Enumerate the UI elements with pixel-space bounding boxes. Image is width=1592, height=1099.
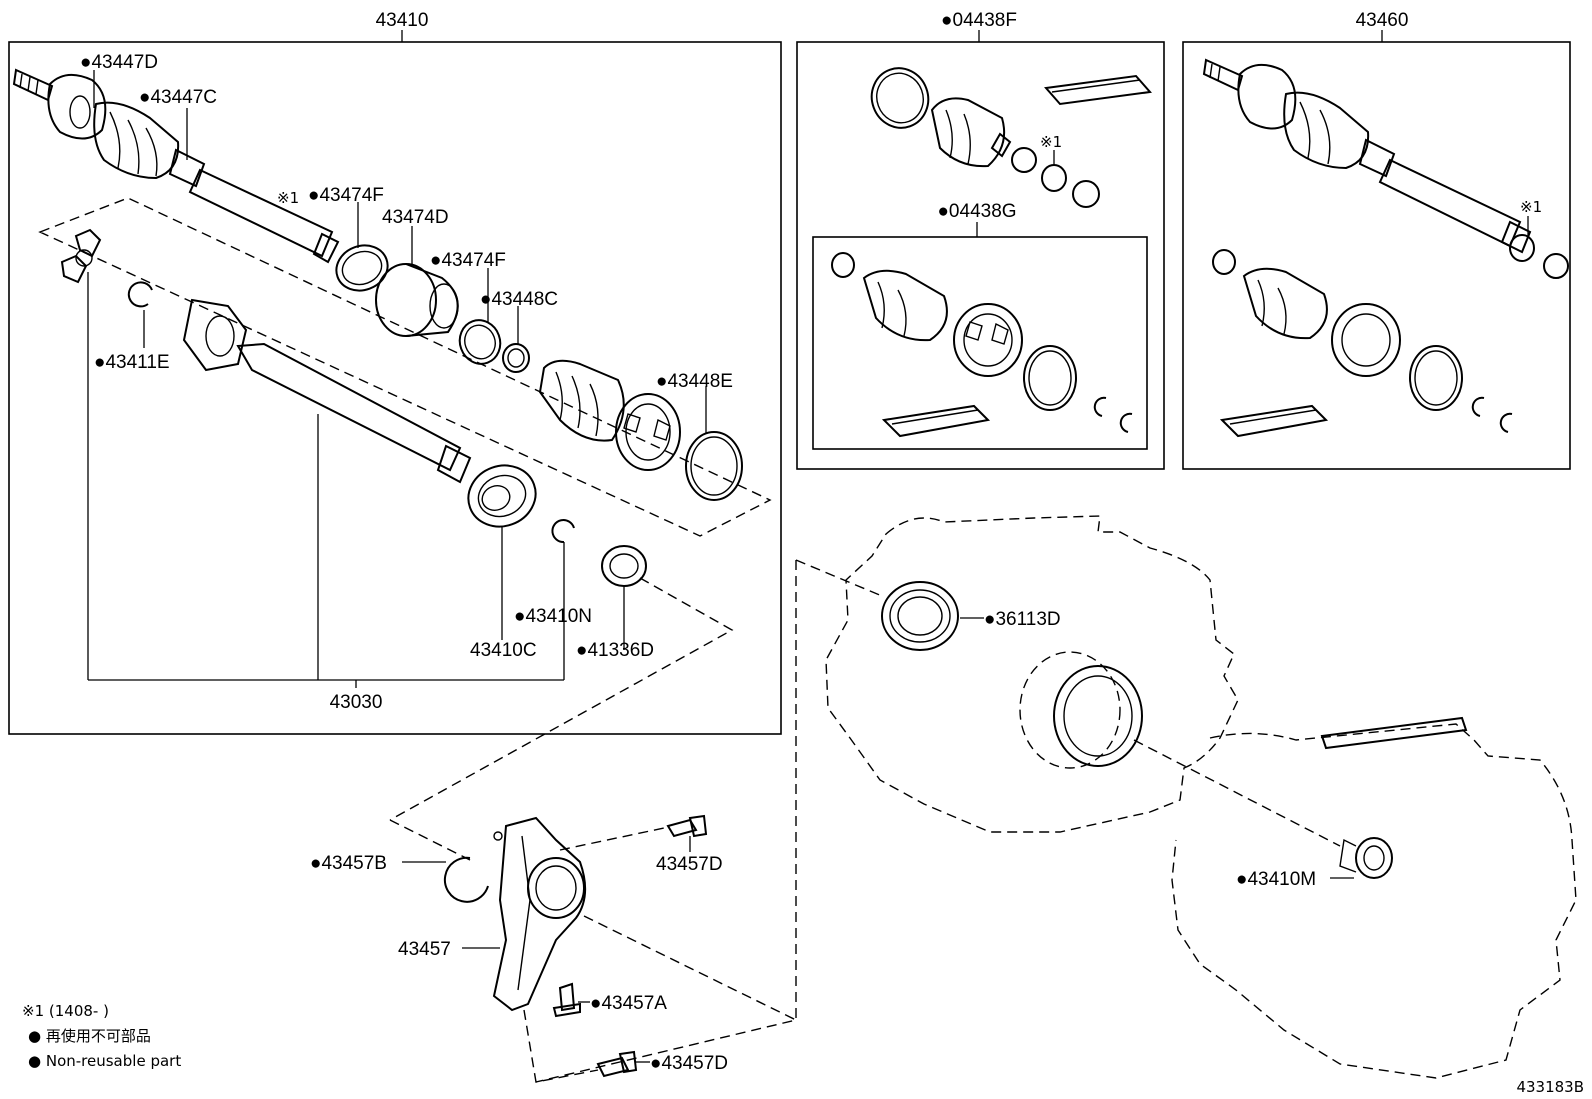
right-note-mark: ※1 [1520,198,1542,216]
right-assembly-box: 43460 [1182,10,1571,470]
label-43410c[interactable]: 43410C [470,640,537,661]
label-36113d[interactable]: ●36113D [984,609,1061,630]
label-43457a[interactable]: ●43457A [590,993,667,1014]
bearing-43410c-drawing [467,464,537,528]
bracket-bolt-guide [559,827,665,851]
outer-cv-joint-drawing [12,68,340,264]
bracket-guide-right [583,915,797,1021]
label-43457d-a[interactable]: 43457D [656,854,723,875]
label-04438g[interactable]: ●04438G [937,201,1016,222]
label-43460[interactable]: 43460 [1356,10,1409,31]
kit-g-parts-drawing [831,252,1133,438]
inner-shaft-drawing [182,298,472,484]
label-43474f-b[interactable]: ●43474F [430,250,506,271]
label-43474f-a[interactable]: ●43474F [308,185,384,206]
case-guide-down [535,560,797,1083]
bearing-bracket-drawing [443,814,708,1078]
note-mark-1: ※1 [277,189,299,207]
damper-43474d-drawing [375,263,459,337]
label-41336d[interactable]: ●41336D [576,640,654,661]
label-04438f[interactable]: ●04438F [941,10,1017,31]
right-shaft-drawing [1202,58,1569,438]
legend-date-note: ※1 (1408- ) [22,1002,109,1020]
seal-41336d-drawing [601,545,647,587]
label-43474d[interactable]: 43474D [382,207,449,228]
clamp-large-drawing [685,431,743,501]
snap-ring-43410n-drawing [551,519,575,544]
left-leaders [87,70,707,688]
label-43448c[interactable]: ●43448C [480,289,558,310]
label-43447d[interactable]: ●43447D [80,52,158,73]
clamp-43474f-b-drawing [458,319,502,365]
label-43457b[interactable]: ●43457B [310,853,387,874]
seal-to-bracket-guide [389,577,734,821]
legend-en: ● Non-reusable part [28,1052,181,1070]
label-43457d-b[interactable]: ●43457D [650,1053,728,1074]
label-43410m[interactable]: ●43410M [1236,869,1316,890]
case-to-bearing-guide [1133,739,1341,847]
inner-boot-drawing [538,359,625,442]
label-43030[interactable]: 43030 [330,692,383,713]
clamp-43474f-drawing [335,244,389,292]
left-assembly-box: 43410 [8,10,782,735]
bracket-guide-bottom [523,1009,599,1083]
transmission-case-drawing [825,515,1577,1079]
kit-note-mark: ※1 [1040,133,1062,151]
diagram-id: 433183B [1516,1078,1584,1096]
label-43448e[interactable]: ●43448E [656,371,733,392]
exploded-envelope [38,197,772,537]
kit-f-parts-drawing [870,67,1152,208]
case-guide-left [795,559,883,597]
bracket-guide-top [389,819,471,861]
label-43411e[interactable]: ●43411E [94,352,170,373]
label-43410[interactable]: 43410 [376,10,429,31]
snap-ring-43411e-drawing [127,281,153,308]
kit-f-box: ●04438F [796,10,1165,470]
label-43457[interactable]: 43457 [398,939,451,960]
tripod-spider-drawing [60,228,102,284]
label-43447c[interactable]: ●43447C [139,87,217,108]
kit-g-box: ●04438G [812,201,1148,450]
legend-jp: ● 再使用不可部品 [28,1027,151,1045]
label-43410n[interactable]: ●43410N [514,606,592,627]
clamp-43448c-drawing [502,343,530,373]
